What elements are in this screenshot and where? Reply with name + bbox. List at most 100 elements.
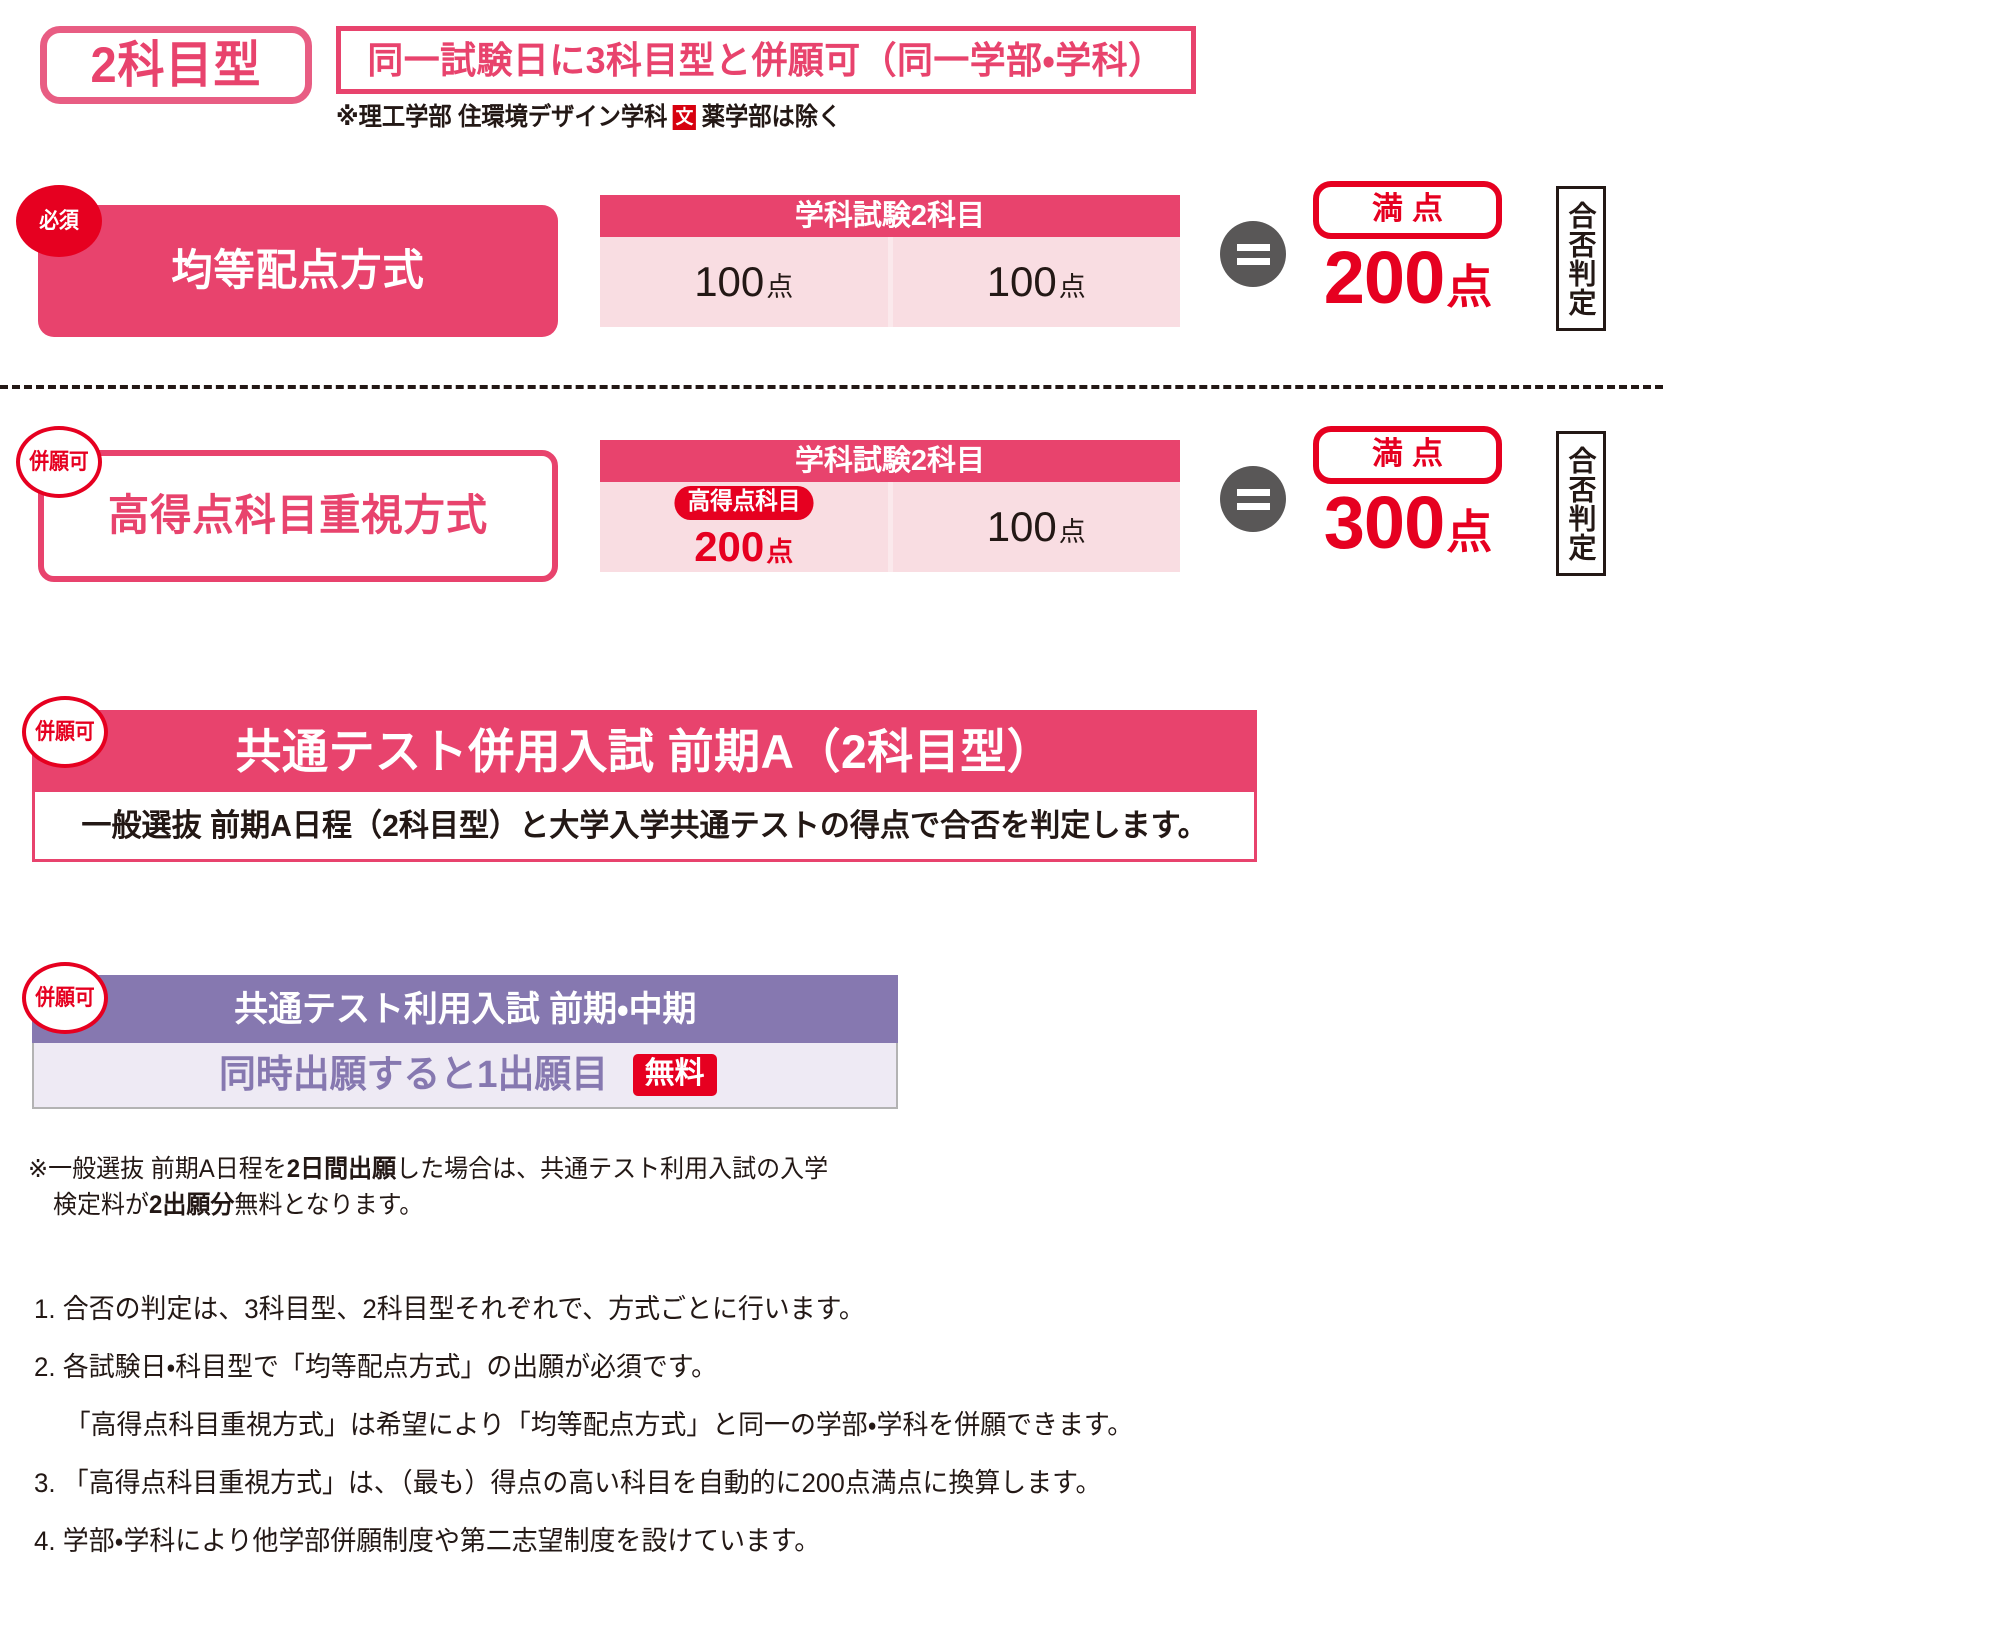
equals-icon-bar-top xyxy=(1236,488,1270,496)
subject-cell-score-unit: 点 xyxy=(1058,517,1086,547)
riyou-exam-header: 共通テスト利用入試 前期・中期 xyxy=(32,975,898,1043)
footnote-line2-part-c: 無料となります。 xyxy=(234,1190,424,1219)
notes-list: 1. 合否の判定は、3科目型、2科目型それぞれで、方式ごとに行います。 2. 各… xyxy=(34,1296,1534,1586)
judgement-box-label: 合否判定 xyxy=(1565,445,1597,562)
footnote-line1-part-c: した場合は、共通テスト利用入試の入学 xyxy=(396,1155,829,1183)
total-score-unit: 点 xyxy=(1446,261,1492,313)
total-score-unit: 点 xyxy=(1446,506,1492,558)
footnote-line1-part-a: ※一般選抜 前期A日程を xyxy=(28,1155,287,1183)
co-application-badge-label: 併願可 xyxy=(35,719,95,744)
method-name-box-high-score-weighted: 高得点科目重視方式 xyxy=(38,450,558,582)
riyou-exam-body: 同時出願すると1出願目 無料 xyxy=(32,1043,898,1109)
note-text: 学部・学科により他学部併願制度や第二志望制度を設けています。 xyxy=(62,1526,821,1556)
combined-exam-title: 共通テスト併用入試 前期A（2科目型） xyxy=(235,724,1054,778)
section-divider xyxy=(0,385,1663,389)
total-score-chip: 満点 xyxy=(1313,426,1502,484)
equals-icon-bar-bottom xyxy=(1236,502,1270,510)
humanities-badge-icon: 文 xyxy=(672,105,697,130)
equals-icon-bar-bottom xyxy=(1236,257,1270,265)
subject-cell-score-unit: 点 xyxy=(766,537,794,567)
combined-exam-description: 一般選抜 前期A日程（2科目型）と大学入学共通テストの得点で合否を判定します。 xyxy=(81,808,1208,843)
footnote-line2-emphasis: 2出願分 xyxy=(148,1190,235,1219)
note-item: 3. 「高得点科目重視方式」は、（最も）得点の高い科目を自動的に200点満点に換… xyxy=(34,1470,1474,1497)
total-score-chip-label: 満点 xyxy=(1372,191,1452,226)
note-item: 1. 合否の判定は、3科目型、2科目型それぞれで、方式ごとに行います。 xyxy=(34,1296,1474,1323)
combined-exam-body: 一般選抜 前期A日程（2科目型）と大学入学共通テストの得点で合否を判定します。 xyxy=(32,792,1257,862)
note-number: 4. xyxy=(34,1526,56,1556)
total-score-number: 300 xyxy=(1323,481,1445,564)
total-score-chip: 満点 xyxy=(1313,181,1502,239)
note-text: 「高得点科目重視方式」は希望により「均等配点方式」と同一の学部・学科を併願できま… xyxy=(64,1410,1134,1440)
note-text: 「高得点科目重視方式」は、（最も）得点の高い科目を自動的に200点満点に換算しま… xyxy=(62,1468,1102,1498)
judgement-box-label: 合否判定 xyxy=(1565,200,1597,317)
combined-exam-panel: 共通テスト併用入試 前期A（2科目型） 一般選抜 前期A日程（2科目型）と大学入… xyxy=(32,710,1257,862)
page-header: 2科目型 同一試験日に3科目型と併願可（同一学部・学科） ※理工学部 住環境デザ… xyxy=(40,26,1196,130)
co-application-badge: 併願可 xyxy=(16,426,102,498)
subject-cell-score-value: 100 xyxy=(986,503,1057,550)
note-number: 3. xyxy=(34,1468,56,1498)
header-banner-label: 同一試験日に3科目型と併願可（同一学部・学科） xyxy=(367,39,1165,81)
judgement-box: 合否判定 xyxy=(1556,186,1606,331)
judgement-box: 合否判定 xyxy=(1556,431,1606,576)
footnote-line1-emphasis: 2日間出願 xyxy=(286,1155,397,1183)
header-note: ※理工学部 住環境デザイン学科 文 薬学部は除く xyxy=(336,105,1135,130)
equals-icon xyxy=(1220,221,1286,287)
note-item: 4. 学部・学科により他学部併願制度や第二志望制度を設けています。 xyxy=(34,1528,1474,1555)
footnote-line1: ※一般選抜 前期A日程を2日間出願した場合は、共通テスト利用入試の入学 xyxy=(28,1155,828,1183)
method-name-box-equal-allocation: 均等配点方式 xyxy=(38,205,558,337)
subject-table-header: 学科試験2科目 xyxy=(600,440,1180,482)
riyou-exam-title: 共通テスト利用入試 前期・中期 xyxy=(233,989,697,1029)
free-badge: 無料 xyxy=(632,1054,717,1096)
note-item-sub: 「高得点科目重視方式」は希望により「均等配点方式」と同一の学部・学科を併願できま… xyxy=(34,1412,1474,1439)
riyou-exam-footnote: ※一般選抜 前期A日程を2日間出願した場合は、共通テスト利用入試の入学 検定料が… xyxy=(28,1152,988,1223)
required-badge-label: 必須 xyxy=(39,208,79,233)
note-text: 各試験日・科目型で「均等配点方式」の出願が必須です。 xyxy=(62,1352,718,1382)
subject-type-label: 2科目型 xyxy=(90,37,262,93)
header-note-prefix: ※理工学部 住環境デザイン学科 xyxy=(336,103,668,131)
note-text: 合否の判定は、3科目型、2科目型それぞれで、方式ごとに行います。 xyxy=(62,1294,865,1324)
co-application-badge-label: 併願可 xyxy=(35,985,95,1010)
riyou-exam-body-label: 同時出願すると1出願目 xyxy=(219,1054,609,1096)
subject-table-header: 学科試験2科目 xyxy=(600,195,1180,237)
combined-exam-header: 共通テスト併用入試 前期A（2科目型） xyxy=(32,710,1257,792)
high-score-subject-pill: 高得点科目 xyxy=(674,486,814,520)
header-banner-group: 同一試験日に3科目型と併願可（同一学部・学科） ※理工学部 住環境デザイン学科 … xyxy=(336,26,1196,130)
subject-cell-score-unit: 点 xyxy=(766,272,794,302)
required-badge: 必須 xyxy=(16,185,102,257)
footnote-line2-part-a: 検定料が xyxy=(52,1190,149,1219)
note-number: 2. xyxy=(34,1352,56,1382)
method-name-label: 均等配点方式 xyxy=(171,246,425,295)
note-item: 2. 各試験日・科目型で「均等配点方式」の出願が必須です。 xyxy=(34,1354,1474,1381)
subject-cell-score-value: 100 xyxy=(986,258,1057,305)
subject-cell-score-value: 100 xyxy=(694,258,765,305)
subject-cell-score-value: 200 xyxy=(694,523,765,570)
equals-icon-bar-top xyxy=(1236,243,1270,251)
note-number: 1. xyxy=(34,1294,56,1324)
header-note-suffix: 薬学部は除く xyxy=(701,103,842,131)
subject-cell-score-unit: 点 xyxy=(1058,272,1086,302)
riyou-exam-panel: 共通テスト利用入試 前期・中期 同時出願すると1出願目 無料 xyxy=(32,975,898,1109)
co-application-badge-label: 併願可 xyxy=(29,449,89,474)
footnote-line2: 検定料が2出願分無料となります。 xyxy=(28,1188,988,1224)
method-name-label: 高得点科目重視方式 xyxy=(107,491,489,540)
total-score-number: 200 xyxy=(1323,236,1445,319)
header-banner: 同一試験日に3科目型と併願可（同一学部・学科） xyxy=(336,26,1196,94)
co-application-badge-combined-exam: 併願可 xyxy=(22,696,108,768)
